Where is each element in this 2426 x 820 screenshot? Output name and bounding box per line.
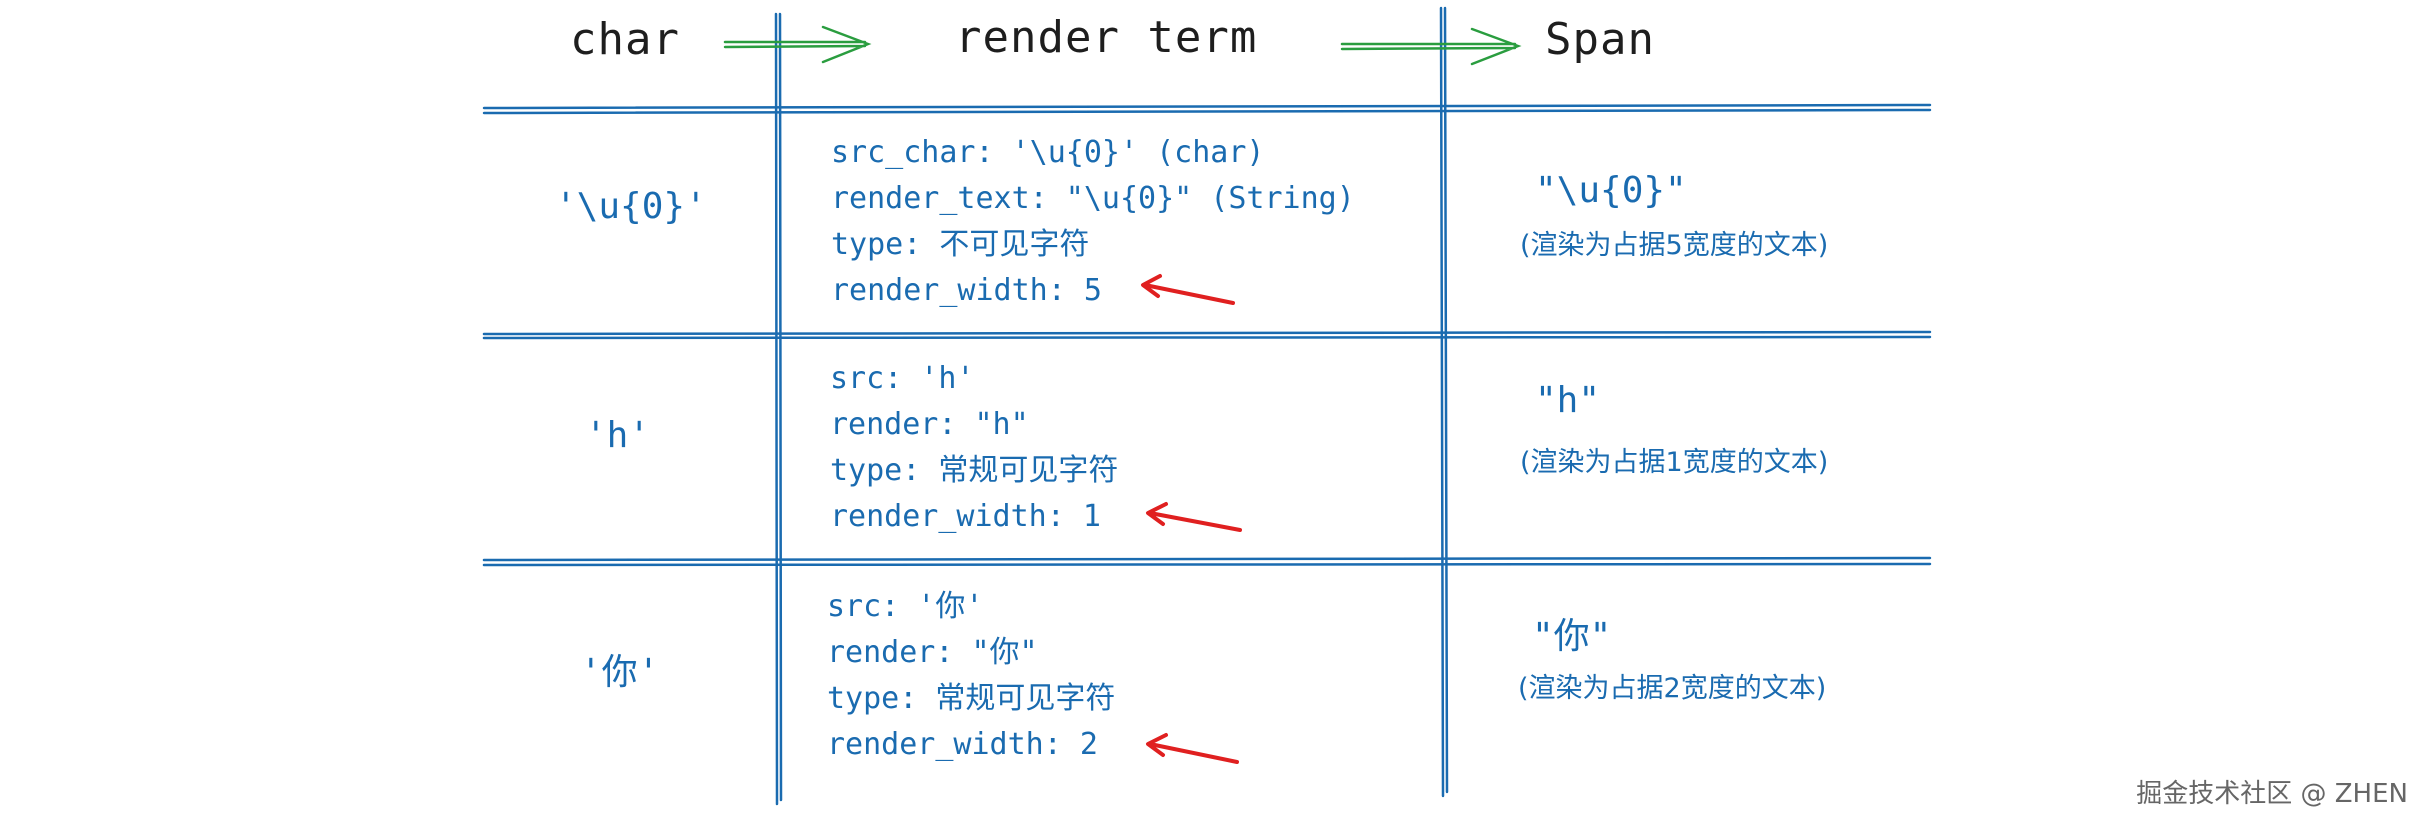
row-3-span-note: (渲染为占据2宽度的文本) xyxy=(1518,673,1827,704)
header-span: Span xyxy=(1545,14,1655,65)
row-3-char: '你' xyxy=(580,652,660,693)
column-dividers xyxy=(774,6,1449,806)
row-2-span: "h" xyxy=(1535,380,1601,421)
row-1-desc-line-2: render_text: "\u{0}" (String) xyxy=(831,181,1355,216)
row-2-desc-line-4: render_width: 1 xyxy=(830,499,1101,534)
header-arrows xyxy=(723,25,1522,66)
pointer-row-3 xyxy=(1146,733,1239,764)
pointer-row-1 xyxy=(1141,274,1235,305)
row-3-render-term: src: '你' render: "你" type: 常规可见字符 render… xyxy=(799,584,1419,774)
row-2-span-note: (渲染为占据1宽度的文本) xyxy=(1520,447,1829,478)
row-1-span-note: (渲染为占据5宽度的文本) xyxy=(1520,230,1829,261)
row-2-desc-line-3: type: 常规可见字符 xyxy=(830,453,1119,488)
row-1-desc-line-1: src_char: '\u{0}' (char) xyxy=(831,135,1265,170)
row-2-char: 'h' xyxy=(585,415,651,456)
row-3-desc-line-2: render: "你" xyxy=(827,635,1038,670)
width-pointers xyxy=(1141,274,1242,764)
header-char: char xyxy=(570,14,680,65)
pointer-row-2 xyxy=(1146,502,1242,532)
row-3-desc-line-1: src: '你' xyxy=(827,589,984,624)
header-render-term: render term xyxy=(955,12,1258,63)
row-2-render-term: src: 'h' render: "h" type: 常规可见字符 render… xyxy=(802,356,1422,546)
row-3-desc-line-3: type: 常规可见字符 xyxy=(827,681,1116,716)
row-2-desc-line-2: render: "h" xyxy=(830,407,1029,442)
row-3-desc-line-4: render_width: 2 xyxy=(827,727,1098,762)
row-1-render-term: src_char: '\u{0}' (char) render_text: "\… xyxy=(803,130,1423,320)
arrow-render-to-span xyxy=(1340,27,1522,66)
watermark: 掘金技术社区 @ ZHEN xyxy=(2136,779,2408,809)
row-2-desc-line-1: src: 'h' xyxy=(830,361,975,396)
row-1-span: "\u{0}" xyxy=(1535,170,1687,211)
row-1-char: '\u{0}' xyxy=(555,186,707,227)
arrow-char-to-render xyxy=(723,25,872,64)
row-3-span: "你" xyxy=(1532,616,1612,657)
row-1-desc-line-3: type: 不可见字符 xyxy=(831,227,1090,262)
row-1-desc-line-4: render_width: 5 xyxy=(831,273,1102,308)
row-dividers xyxy=(482,103,1932,567)
